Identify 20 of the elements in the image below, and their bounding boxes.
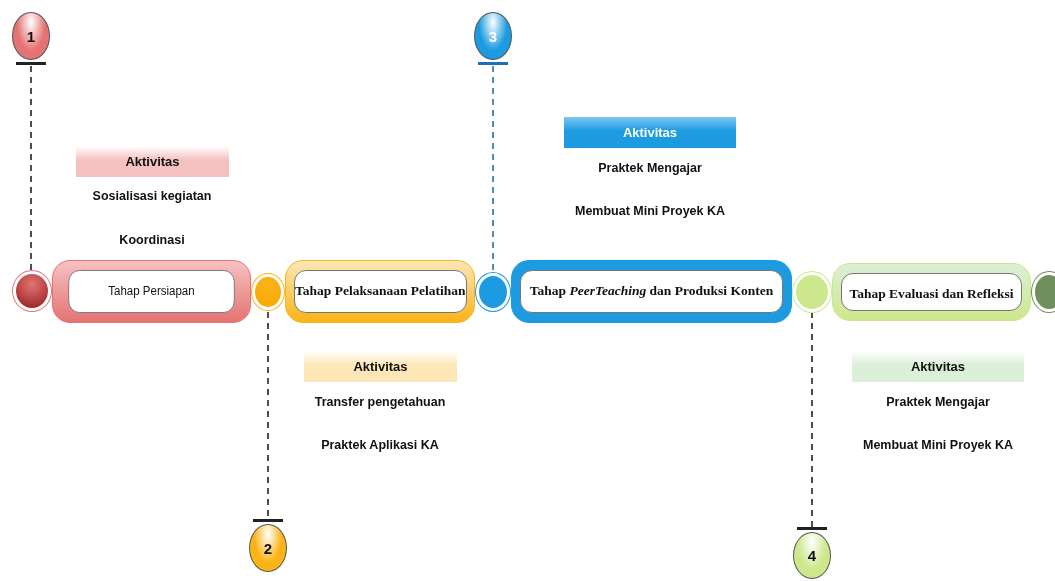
dashed-connector (267, 310, 269, 517)
dashed-connector (492, 65, 494, 273)
activity-item: Praktek Aplikasi KA (321, 438, 439, 452)
activity-item: Membuat Mini Proyek KA (863, 438, 1013, 452)
dashed-connector (811, 312, 813, 528)
activity-item: Transfer pengetahuan (314, 395, 446, 409)
activity-header: Aktivitas (304, 351, 457, 382)
stage-pill: Tahap Pelaksanaan Pelatihan (285, 260, 475, 323)
activity-item: Koordinasi (119, 233, 185, 247)
activity-header: Aktivitas (852, 351, 1024, 382)
activity-header: Aktivitas (564, 117, 736, 148)
activity-header: Aktivitas (76, 146, 229, 177)
activity-item: Sosialisasi kegiatan (92, 189, 212, 203)
dashed-connector (30, 65, 32, 271)
stage-pill: Tahap Persiapan (52, 260, 251, 323)
activity-item: Praktek Mengajar (598, 161, 702, 175)
activity-item: Praktek Mengajar (886, 395, 990, 409)
activity-item: Membuat Mini Proyek KA (575, 204, 725, 218)
stage-pill: Tahap Evaluasi dan Refleksi (832, 263, 1031, 321)
stage-pill: Tahap PeerTeaching dan Produksi Konten (511, 260, 792, 323)
